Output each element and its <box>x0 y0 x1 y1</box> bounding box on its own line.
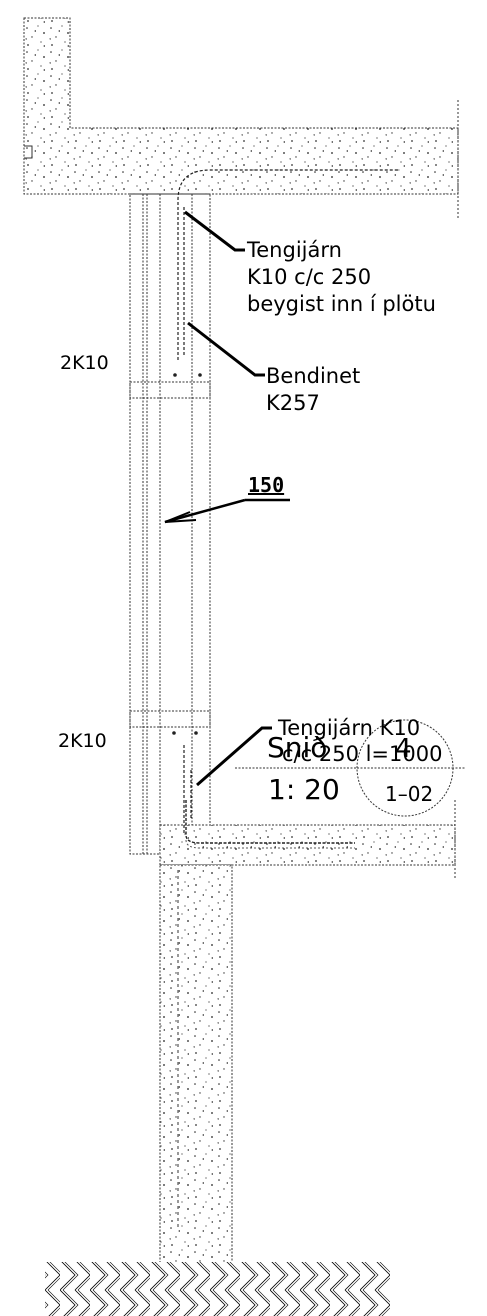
ground <box>45 1262 390 1316</box>
wall-panel <box>129 193 211 855</box>
connector-bottom-line1: Tengijárn K10 <box>277 716 420 740</box>
rebar-upper-label: 2K10 <box>60 352 109 374</box>
bottom-slab <box>159 800 456 880</box>
labels: Tengijárn K10 c/c 250 beygist inn í plöt… <box>58 238 442 806</box>
connector-bottom-line2: c/c 250 l=1000 <box>282 742 442 766</box>
foundation-wall <box>159 864 233 1266</box>
bottom-connector-rebar <box>172 731 198 835</box>
mesh-line1: Bendinet <box>266 364 360 388</box>
dimension-label: 150 <box>248 473 284 497</box>
top-slab <box>23 17 459 220</box>
section-marker <box>235 719 465 817</box>
section-sheet: 1–02 <box>385 782 433 806</box>
rebar-lower-label: 2K10 <box>58 730 107 752</box>
section-title: Snið <box>267 731 327 764</box>
leader-lines <box>164 210 290 787</box>
connector-top-line3: beygist inn í plötu <box>247 292 436 316</box>
section-scale: 1: 20 <box>268 773 340 806</box>
top-connector-rebar <box>173 169 400 377</box>
section-number: 4 <box>395 734 412 764</box>
connector-top-line2: K10 c/c 250 <box>247 265 371 289</box>
mesh-line2: K257 <box>266 391 320 415</box>
connector-top-line1: Tengijárn <box>246 238 342 262</box>
